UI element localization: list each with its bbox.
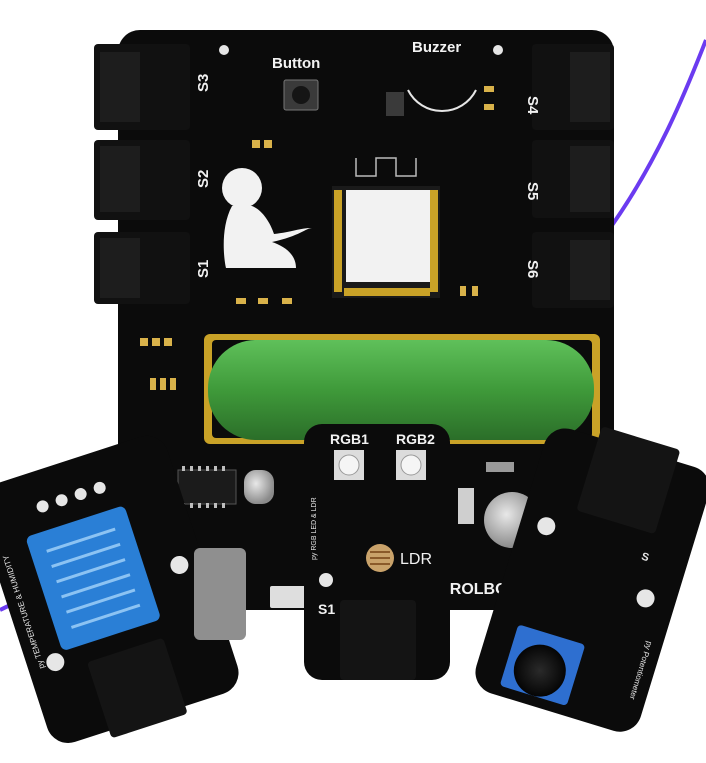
ldr-label: LDR <box>400 551 432 568</box>
rgb-module-port-label: S1 <box>318 601 335 617</box>
port-label-s4: S4 <box>524 96 541 115</box>
brand-text: TROLBO <box>440 581 508 598</box>
pot-module-port-label: S <box>640 551 651 565</box>
usb-connector <box>270 586 312 608</box>
mount-hole <box>219 45 229 55</box>
mount-hole <box>319 573 333 587</box>
diode <box>458 488 474 524</box>
rgb-ldr-module: RGB1 RGB2 LDR S1 py RGB LED & LDR <box>304 424 450 680</box>
port-jacks-right <box>532 44 614 308</box>
port-label-s6: S6 <box>524 260 541 278</box>
rj-jack <box>87 638 187 738</box>
battery-cell <box>208 340 594 440</box>
connector-housing <box>194 548 246 640</box>
ic-chip <box>177 469 237 505</box>
pot-knob <box>513 644 566 697</box>
mascot-logo <box>222 168 312 268</box>
rj-jack <box>340 600 416 680</box>
dht-sensor <box>26 506 160 650</box>
smd-components <box>140 86 494 390</box>
port-label-s1: S1 <box>195 260 212 278</box>
battery-holder <box>204 334 600 444</box>
rgb2-label: RGB2 <box>396 431 435 447</box>
mount-hole <box>537 517 556 536</box>
button-label: Button <box>272 55 320 72</box>
port-jacks-left <box>94 44 190 304</box>
buzzer-label: Buzzer <box>412 39 461 56</box>
rgb-module-side-text: py RGB LED & LDR <box>311 497 318 560</box>
mount-hole <box>46 653 65 672</box>
crystal <box>244 470 274 504</box>
mount-hole <box>636 589 655 608</box>
mount-hole <box>170 555 189 574</box>
rgb1-label: RGB1 <box>330 431 369 447</box>
wifi-module <box>332 157 440 298</box>
rj-jack <box>577 427 680 534</box>
port-label-s5: S5 <box>524 182 541 200</box>
port-label-s2: S2 <box>195 170 212 188</box>
buzzer-component <box>386 92 404 116</box>
buzzer-outline <box>407 89 477 112</box>
purple-wire-right <box>603 39 706 237</box>
smd-part <box>486 462 514 472</box>
mount-hole <box>493 45 503 55</box>
temp-humidity-module: py TEMPERATURE & HUMIDITY <box>0 435 239 743</box>
push-button-cap <box>292 86 310 104</box>
port-label-s3: S3 <box>195 74 212 92</box>
